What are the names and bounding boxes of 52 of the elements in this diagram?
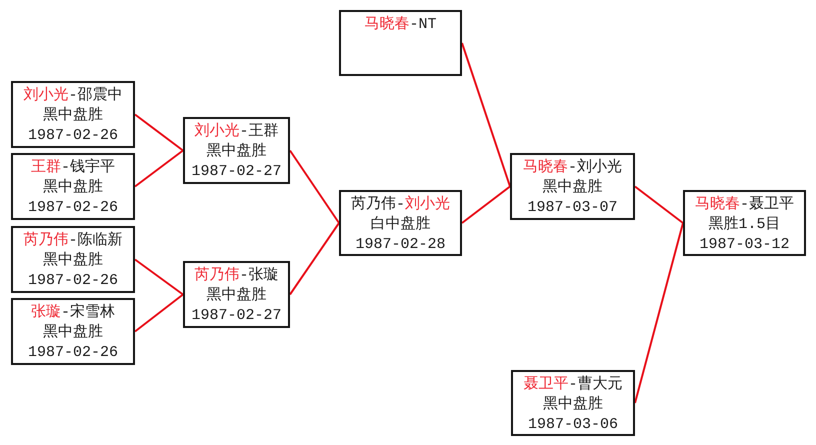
game-result: 黑中盘胜 (206, 286, 266, 306)
game-result: 黑中盘胜 (43, 323, 103, 343)
bracket-line (289, 222, 340, 296)
player-names: 张璇-宋雪林 (30, 303, 115, 323)
game-date: 1987-03-06 (528, 415, 618, 435)
player-names: 刘小光-王群 (194, 122, 278, 142)
match-box (11, 153, 135, 220)
match-box (183, 117, 290, 184)
game-date: 1987-02-26 (28, 198, 118, 218)
match-box (183, 261, 290, 328)
game-result: 黑中盘胜 (43, 178, 103, 198)
bracket-line (461, 42, 511, 187)
game-date: 1987-03-07 (527, 198, 618, 218)
bracket-line (134, 150, 184, 188)
game-result: 黑中盘胜 (43, 251, 103, 271)
bracket-line (134, 294, 184, 332)
bracket-line (134, 258, 184, 296)
game-date: 1987-02-28 (355, 235, 446, 255)
player-names: 刘小光-邵震中 (23, 86, 122, 106)
match-box (511, 370, 635, 436)
game-date: 1987-02-26 (28, 343, 118, 363)
player-names: 马晓春-NT (364, 15, 436, 35)
game-result: 黑中盘胜 (43, 106, 103, 126)
match-box (510, 153, 635, 220)
player-names: 马晓春-刘小光 (522, 158, 622, 178)
match-box (11, 81, 135, 148)
game-date: 1987-02-26 (28, 271, 118, 291)
game-result: 白中盘胜 (370, 215, 430, 235)
game-result: 黑胜1.5目 (708, 215, 780, 235)
game-date: 1987-03-12 (699, 235, 790, 255)
game-date: 1987-02-27 (191, 162, 282, 182)
player-names: 芮乃伟-张璇 (194, 266, 278, 286)
player-names: 王群-钱宇平 (30, 158, 115, 178)
player-names: 聂卫平-曹大元 (523, 375, 622, 395)
match-box (339, 190, 462, 256)
match-box (11, 298, 135, 365)
player-names: 芮乃伟-陈临新 (23, 231, 122, 251)
bracket-line (289, 150, 340, 224)
match-box (339, 10, 462, 76)
bracket-line (634, 186, 684, 224)
player-names: 芮乃伟-刘小光 (350, 195, 450, 215)
game-result: 黑中盘胜 (542, 178, 602, 198)
match-box (11, 226, 135, 293)
game-result: 黑中盘胜 (543, 395, 603, 415)
game-result: 黑中盘胜 (206, 142, 266, 162)
player-names: 马晓春-聂卫平 (694, 195, 794, 215)
match-box (683, 190, 806, 256)
bracket-line (634, 222, 684, 404)
bracket-line (134, 114, 184, 152)
game-date: 1987-02-27 (191, 306, 282, 326)
game-date: 1987-02-26 (28, 126, 118, 146)
bracket-line (461, 186, 511, 224)
